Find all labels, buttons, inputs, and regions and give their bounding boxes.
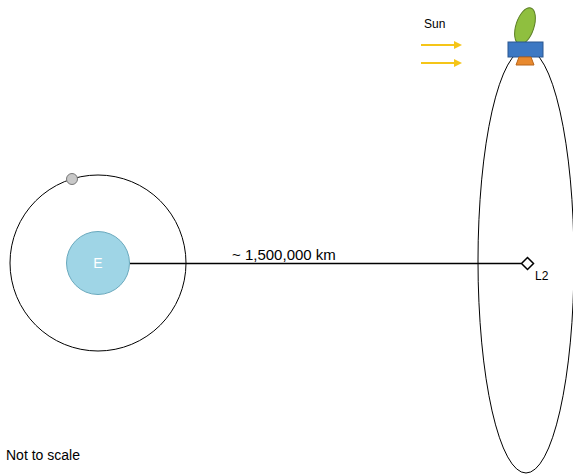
- halo-orbit: [478, 49, 573, 473]
- diamond-marker: [522, 258, 534, 270]
- diamond-outline: [521, 257, 534, 270]
- sun-arrows: [421, 41, 462, 67]
- earth-disc: [67, 232, 130, 295]
- sun-ray: [421, 62, 455, 64]
- sun-label: Sun: [424, 17, 445, 31]
- thruster: [516, 57, 534, 65]
- planet-label: E: [93, 255, 102, 271]
- sun-ray: [421, 44, 455, 46]
- distance-line: [130, 263, 521, 265]
- lagrange-point: L2: [521, 257, 534, 270]
- distance-label: ~ 1,500,000 km: [232, 246, 336, 263]
- antenna: [511, 5, 540, 47]
- moon: [67, 174, 78, 185]
- spacecraft: [508, 5, 543, 65]
- scale-note: Not to scale: [6, 447, 80, 463]
- earth-circle: E: [66, 231, 130, 295]
- point-label: L2: [535, 269, 548, 283]
- arrowhead: [454, 59, 462, 67]
- spacecraft-bus: [508, 42, 543, 57]
- arrowhead: [454, 41, 462, 49]
